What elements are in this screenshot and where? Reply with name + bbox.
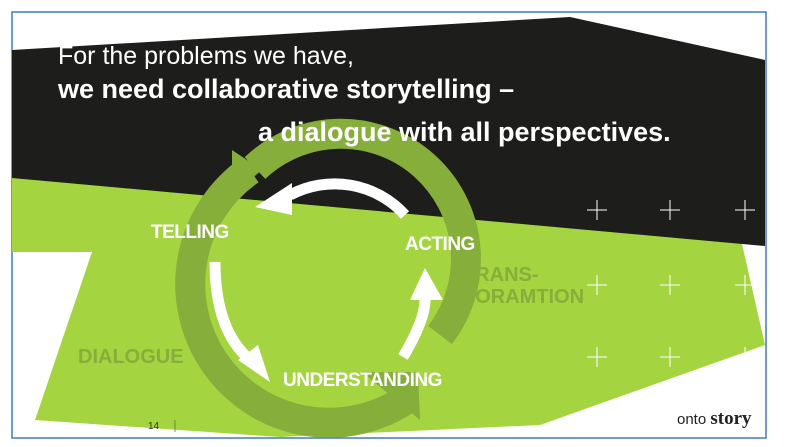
label-acting: ACTING bbox=[405, 234, 475, 255]
arrowhead-understanding bbox=[238, 345, 270, 382]
ontostory-logo: onto story bbox=[677, 408, 752, 430]
title-line-1: For the problems we have, bbox=[58, 42, 354, 70]
white-cycle-arrows bbox=[209, 178, 431, 365]
ring-arrowhead-top bbox=[232, 150, 262, 195]
arrowhead-telling bbox=[255, 183, 292, 215]
cycle-ring bbox=[175, 118, 481, 438]
label-transformation-1: TRANS- bbox=[463, 264, 539, 286]
plus-grid bbox=[587, 200, 755, 367]
logo-story: story bbox=[710, 408, 752, 429]
label-understanding: UNDERSTANDING bbox=[283, 370, 442, 391]
label-telling: TELLING bbox=[151, 222, 229, 243]
page-number: 14 bbox=[148, 421, 160, 432]
ring-arrowhead-bottom bbox=[362, 372, 420, 420]
label-dialogue: DIALOGUE bbox=[78, 346, 184, 368]
logo-onto: onto bbox=[677, 411, 707, 428]
title-line-3: a dialogue with all perspectives. bbox=[258, 117, 671, 147]
label-transformation-2: FORAMTION bbox=[463, 286, 585, 308]
title-line-2: we need collaborative storytelling – bbox=[58, 74, 515, 104]
arrowhead-acting bbox=[410, 268, 443, 300]
